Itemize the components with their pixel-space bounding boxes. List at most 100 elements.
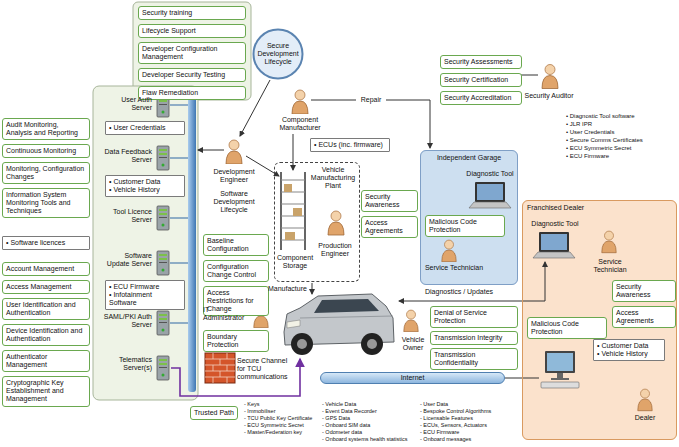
control-box: Transmission Integrity bbox=[430, 331, 518, 345]
node-text: Configuration Change Control bbox=[207, 263, 265, 279]
node-text: Baseline Configuration bbox=[207, 237, 265, 253]
shelf-item bbox=[285, 232, 295, 240]
control-box: Transmission Confidentiality bbox=[430, 348, 518, 370]
car-window bbox=[314, 299, 379, 313]
list-item: - ECU Firmware bbox=[420, 429, 520, 435]
server-icon bbox=[157, 206, 169, 230]
shelf-rungs bbox=[281, 180, 305, 240]
computer-icon bbox=[541, 351, 579, 388]
car-illustration bbox=[284, 294, 394, 355]
node-text: Malicious Code Protection bbox=[531, 320, 603, 336]
shelf-post bbox=[280, 172, 282, 250]
laptop-icon bbox=[469, 182, 511, 208]
node-subtext: Diagnostic Tool bbox=[462, 170, 518, 178]
list-item: - Bespoke Control Algorithms bbox=[420, 408, 520, 414]
dealer-region: Franchised DealerDiagnostic ToolService … bbox=[522, 200, 677, 440]
list-item: - ECU Symmetric Secret bbox=[244, 422, 320, 428]
control-box: Information System Monitoring Tools and … bbox=[2, 188, 90, 218]
control-box: Malicious Code Protection bbox=[527, 317, 607, 339]
list-item: - GPS Data bbox=[322, 415, 418, 421]
car-wheel bbox=[291, 333, 313, 355]
person-icon bbox=[404, 310, 418, 332]
server-name: SAML/PKI Auth Server bbox=[100, 313, 152, 329]
node-text: • ECU Firmware bbox=[109, 283, 181, 291]
node-text: Access Agreements bbox=[616, 309, 672, 325]
server-name: User Auth Server bbox=[100, 96, 152, 112]
node-text: • User Credentials bbox=[109, 124, 181, 132]
control-box: Access Restrictions for Change bbox=[203, 286, 269, 316]
node-text: Security Accreditation bbox=[444, 94, 518, 102]
edge-label: Repair bbox=[356, 96, 386, 104]
list-item: - Odometer data bbox=[322, 429, 418, 435]
control-box: Monitoring, Configuration Changes bbox=[2, 162, 90, 184]
node-text: Audit Monitoring, Analysis and Reporting bbox=[6, 121, 86, 137]
firewall-icon bbox=[205, 353, 235, 383]
server-name: Software Update Server bbox=[100, 252, 152, 268]
list-item: - Licensable Features bbox=[420, 415, 520, 421]
firewall-bricks bbox=[205, 353, 235, 383]
node-text: Developer Configuration Management bbox=[142, 45, 242, 61]
node-text: • ECUs (inc. firmware) bbox=[314, 141, 386, 149]
node-text: Authenticator Management bbox=[6, 353, 86, 369]
node-text: • Software licences bbox=[6, 239, 86, 247]
role-name: Component Manufacturer bbox=[268, 116, 332, 132]
node-subtext: • Vehicle History bbox=[109, 186, 181, 194]
list-item: - Vehicle Data bbox=[322, 401, 418, 407]
car-line bbox=[300, 316, 393, 318]
bus-link bbox=[170, 217, 188, 218]
garage-region: Independent GarageDiagnostic ToolService… bbox=[420, 150, 518, 285]
list-item: • User Credentials bbox=[566, 129, 676, 136]
storage-shelf bbox=[281, 172, 305, 250]
person-icon bbox=[638, 389, 652, 411]
node-text: Account Management bbox=[6, 265, 86, 273]
server-name: Data Feedback Server bbox=[100, 148, 152, 164]
node-text: Flaw Remediation bbox=[142, 89, 242, 97]
control-box: Account Management bbox=[2, 262, 90, 276]
control-box: Security Awareness bbox=[361, 190, 418, 212]
node-subtext: Service Technician bbox=[584, 258, 636, 274]
control-box: Developer Security Testing bbox=[138, 68, 246, 82]
leader-lines bbox=[198, 75, 545, 378]
node-text: Continuous Monitoring bbox=[6, 147, 86, 155]
node-text: Developer Security Testing bbox=[142, 71, 242, 79]
node-text: User Identification and Authentication bbox=[6, 301, 86, 317]
data-box: • ECUs (inc. firmware) bbox=[310, 138, 390, 152]
control-box: Security Certification bbox=[440, 73, 522, 87]
link-line bbox=[521, 75, 538, 76]
network-bus bbox=[188, 90, 196, 392]
list-item: • ECU Firmware bbox=[566, 153, 676, 160]
control-box: Continuous Monitoring bbox=[2, 144, 90, 158]
laptop-icon bbox=[533, 232, 575, 258]
node-text: Security Awareness bbox=[616, 283, 672, 299]
control-box: Trusted Path bbox=[190, 406, 238, 420]
person-icon bbox=[328, 211, 344, 235]
node-subtext: Component Storage bbox=[275, 254, 315, 270]
link-line bbox=[522, 378, 539, 379]
control-box: Audit Monitoring, Analysis and Reporting bbox=[2, 118, 90, 140]
car-light bbox=[287, 320, 300, 328]
node-text: Franchised Dealer bbox=[527, 204, 617, 212]
control-box: Denial of Service Protection bbox=[430, 306, 518, 328]
control-box: Lifecycle Support bbox=[138, 24, 246, 38]
node-subtext: Production Engineer bbox=[312, 242, 358, 258]
bus-link bbox=[170, 322, 188, 323]
list-item: - TCU Public Key Certificate bbox=[244, 415, 320, 421]
server-name: Tool Licence Server bbox=[100, 208, 152, 224]
note-text: Software Development Lifecycle bbox=[203, 190, 265, 214]
list-item: - User Data bbox=[420, 401, 520, 407]
connector-line bbox=[505, 378, 522, 379]
shelf-item bbox=[293, 208, 302, 216]
car-wheel bbox=[361, 333, 383, 355]
node-text: Access Restrictions for Change bbox=[207, 289, 265, 313]
plant-region: Vehicle Manufacturing PlantComponent Sto… bbox=[274, 162, 360, 282]
shelf-post bbox=[304, 172, 306, 250]
control-box: Access Agreements bbox=[612, 306, 676, 328]
car-hub bbox=[367, 339, 377, 349]
data-box: • User Credentials bbox=[105, 121, 185, 135]
person-icon bbox=[292, 90, 308, 114]
node-text: Cryptographic Key Establishment and Mana… bbox=[6, 379, 86, 403]
node-text: Malicious Code Protection bbox=[429, 218, 501, 234]
node-text: Monitoring, Configuration Changes bbox=[6, 165, 86, 181]
list-item: • ECU Symmetric Secret bbox=[566, 145, 676, 152]
control-box: Security training bbox=[138, 6, 246, 20]
